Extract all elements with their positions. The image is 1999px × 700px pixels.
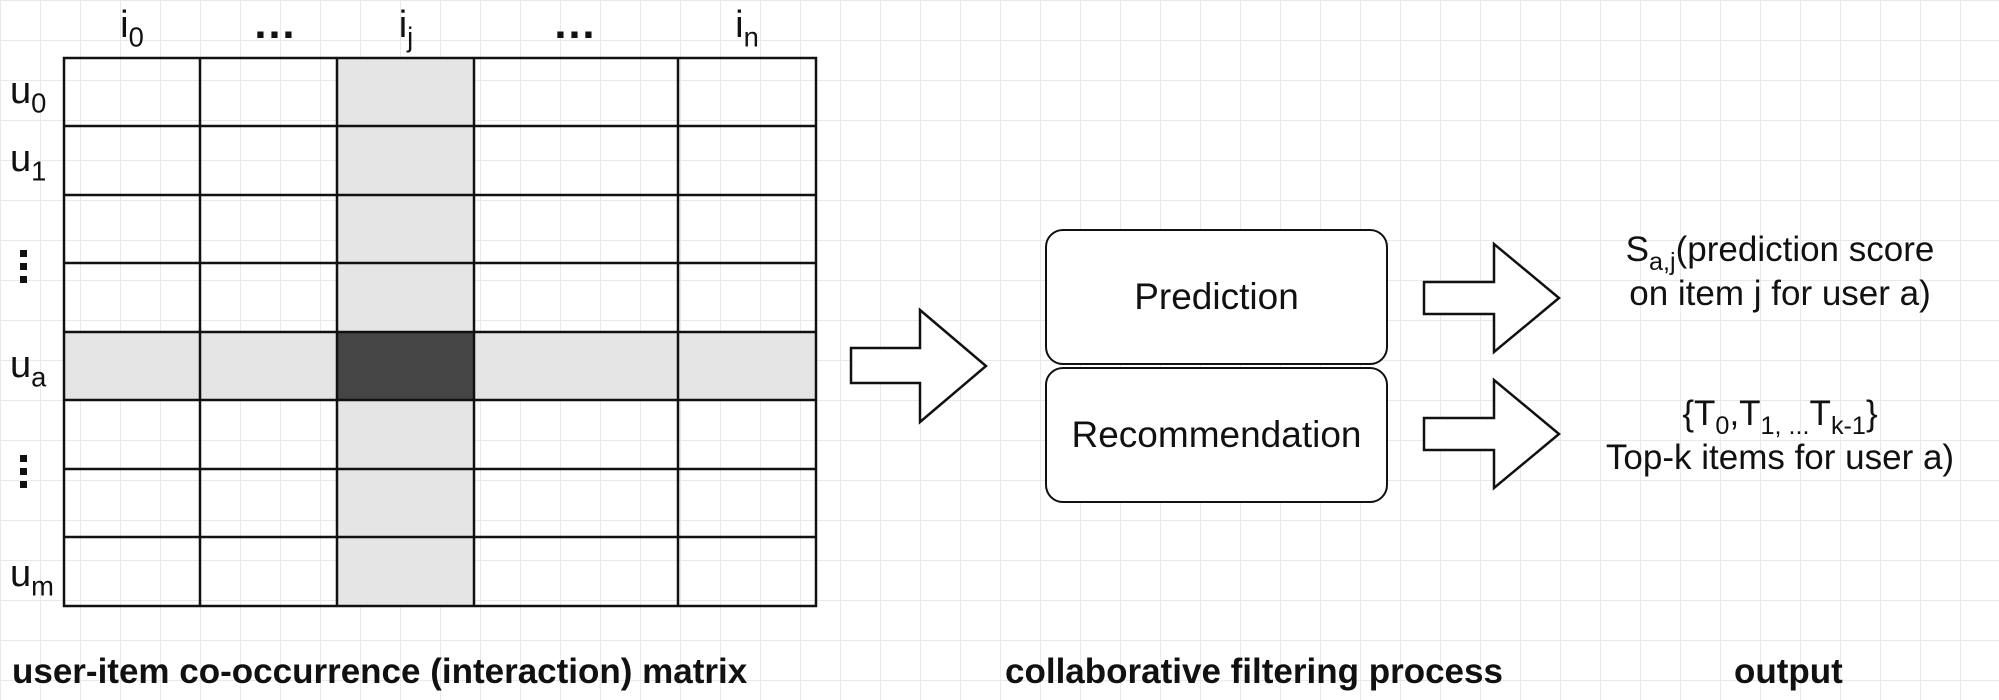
row-label-u1: u1: [10, 138, 47, 187]
prediction-output-line2: on item j for user a): [1629, 273, 1931, 313]
output-caption: output: [1734, 652, 1843, 691]
intersection-cell: [337, 332, 474, 400]
row-ellipsis-2: [17, 455, 29, 488]
column-ellipsis-2: …: [552, 0, 600, 48]
row-label-ua: ua: [10, 344, 47, 393]
prediction-box: Prediction: [1045, 229, 1388, 365]
recommendation-output-line1: {T0,T1, ...Tk-1}: [1682, 394, 1878, 440]
prediction-output: Sa,j(prediction score on item j for user…: [1570, 228, 1990, 316]
prediction-label: Prediction: [1134, 276, 1299, 317]
column-ellipsis-1: …: [252, 0, 300, 48]
recommendation-box: Recommendation: [1045, 367, 1388, 503]
prediction-output-line1: Sa,j(prediction score: [1625, 230, 1935, 276]
process-caption: collaborative filtering process: [1005, 652, 1503, 691]
arrow-prediction-to-output-icon: [1422, 241, 1561, 355]
row-label-u0: u0: [10, 70, 47, 119]
arrow-recommendation-to-output-icon: [1422, 377, 1561, 491]
column-label-in: in: [735, 4, 759, 53]
grid-lines: [62, 56, 818, 608]
row-ellipsis-1: [17, 250, 29, 283]
column-label-ij: ij: [398, 4, 414, 53]
recommendation-label: Recommendation: [1071, 414, 1362, 455]
column-label-i0: i0: [120, 4, 144, 53]
row-label-um: um: [10, 553, 54, 602]
arrow-matrix-to-process-icon: [849, 307, 988, 425]
matrix-caption: user-item co-occurrence (interaction) ma…: [12, 652, 748, 691]
recommendation-output-line2: Top-k items for user a): [1605, 437, 1955, 477]
recommendation-output: {T0,T1, ...Tk-1} Top-k items for user a): [1570, 392, 1990, 480]
